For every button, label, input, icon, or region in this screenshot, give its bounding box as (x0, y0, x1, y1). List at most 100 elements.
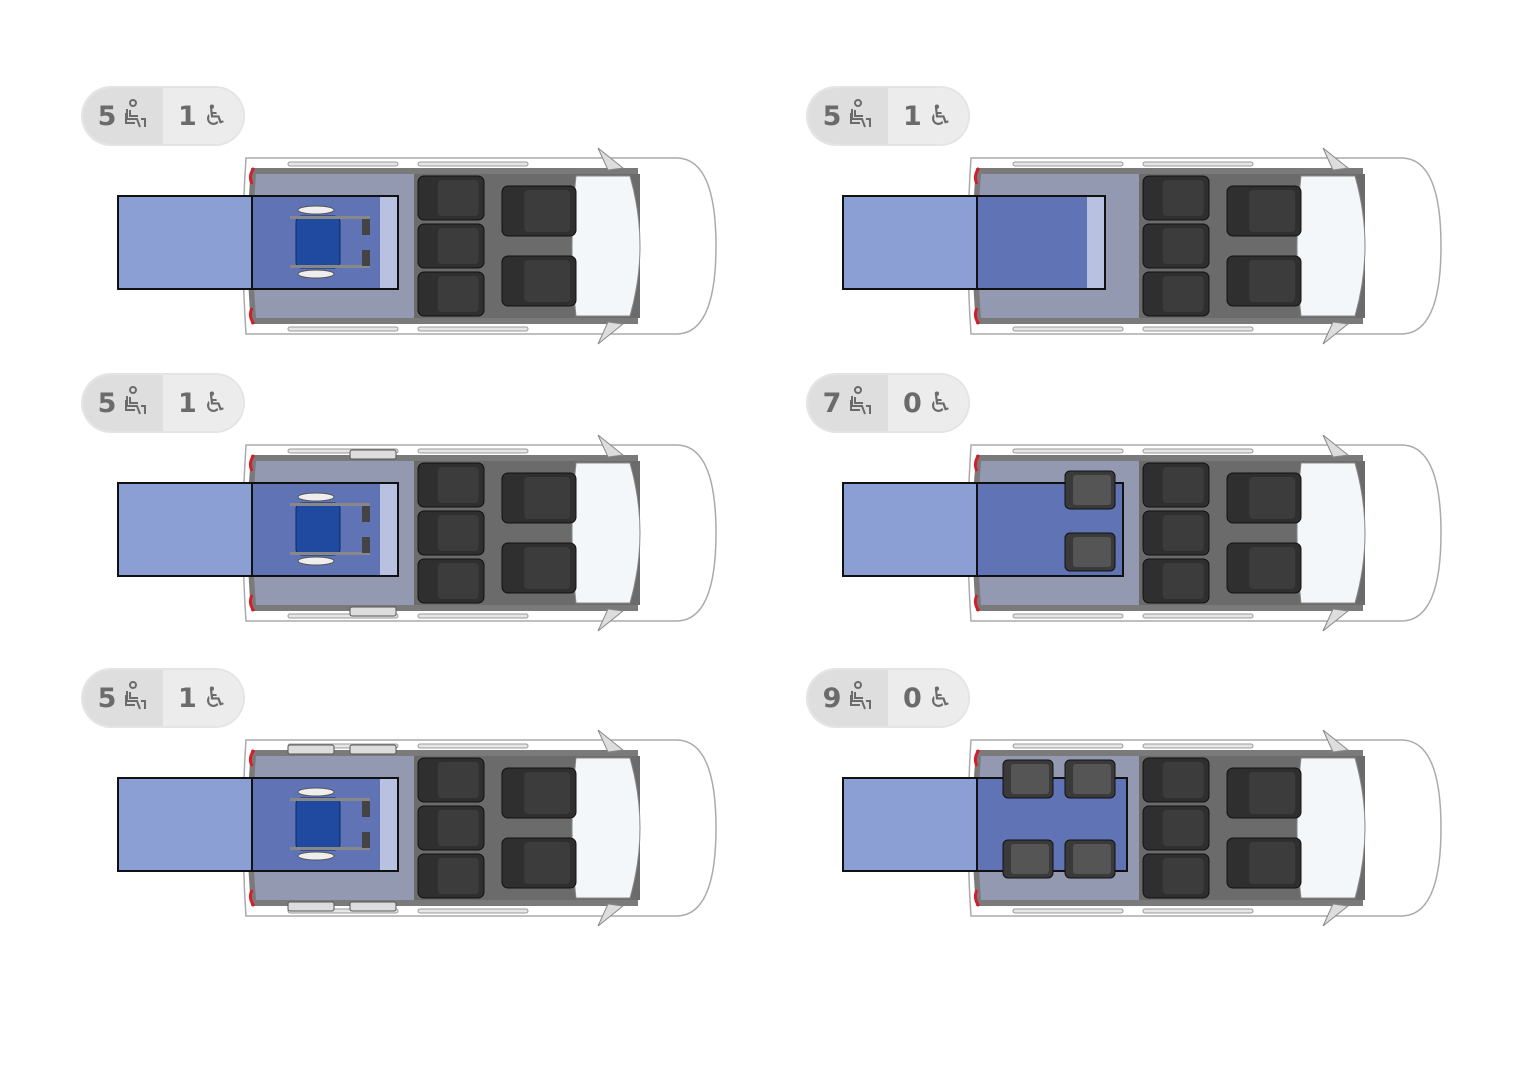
wheelchair-frame (290, 798, 370, 801)
rear-seat-cushion (437, 228, 479, 264)
tail-light-right (973, 594, 981, 612)
wheelchair-frame (290, 552, 370, 555)
capacity-badge: 5 1♿ (83, 670, 243, 726)
rear-seat-cushion (1162, 762, 1204, 798)
tail-light-left (248, 167, 256, 185)
wheelchair-frame (290, 265, 370, 268)
configuration-panel: 7 0♿ (808, 375, 1448, 645)
vehicle-floorplan (117, 147, 717, 345)
front-seat-cushion (1249, 772, 1296, 814)
seated-passenger-icon (122, 681, 148, 715)
wheelchair-floor-zone (976, 195, 1106, 290)
capacity-badge: 9 0♿ (808, 670, 968, 726)
ramp (842, 195, 978, 290)
rear-seat-cushion (1162, 180, 1204, 216)
windshield (571, 462, 641, 604)
seated-passenger-icon (122, 386, 148, 420)
tail-light-right (248, 889, 256, 907)
vehicle-floorplan (842, 147, 1442, 345)
configuration-panel: 5 1♿ (83, 88, 723, 358)
mirror-right (597, 903, 625, 927)
mirror-right (1322, 903, 1350, 927)
rear-seat-cushion (1162, 858, 1204, 894)
front-seat-cushion (1249, 842, 1296, 884)
rear-seat-cushion (437, 180, 479, 216)
rear-seat-cushion (1162, 563, 1204, 599)
wheelchair-count: 1♿ (888, 88, 968, 144)
windshield (571, 757, 641, 899)
seat-count-value: 5 (97, 100, 117, 132)
footrest (362, 801, 370, 817)
folding-seat-cushion (1073, 844, 1111, 874)
wheelchair-count: 1♿ (163, 375, 243, 431)
footrest (362, 832, 370, 848)
stowed-seat (287, 744, 335, 755)
wheelchair (290, 492, 370, 566)
rear-seat-cushion (437, 276, 479, 312)
front-seat-cushion (524, 547, 571, 589)
wheelchair-icon: ♿ (202, 386, 228, 419)
front-seat-cushion (524, 190, 571, 232)
seat-count-value: 5 (97, 682, 117, 714)
wheelchair-wheel (297, 492, 335, 502)
window-rail (417, 448, 529, 454)
capacity-badge: 5 1♿ (83, 88, 243, 144)
window-rail (417, 743, 529, 749)
front-seat-cushion (1249, 260, 1296, 302)
floor-edge-strip (380, 197, 397, 288)
floor-edge-strip (380, 484, 397, 575)
vehicle-floorplan (117, 729, 717, 927)
capacity-badge: 5 1♿ (808, 88, 968, 144)
mirror-left (597, 147, 625, 171)
wheelchair-icon: ♿ (927, 681, 953, 714)
window-rail (1142, 908, 1254, 914)
wheelchair-count-value: 1 (903, 100, 922, 132)
mirror-left (1322, 434, 1350, 458)
wheelchair-count-value: 1 (178, 682, 197, 714)
seated-passenger-icon (847, 386, 873, 420)
seated-passenger-icon (847, 681, 873, 715)
tail-light-left (248, 749, 256, 767)
mirror-left (1322, 729, 1350, 753)
window-rail (1142, 326, 1254, 332)
windshield (1296, 175, 1366, 317)
stowed-seat (349, 449, 397, 460)
tail-light-left (973, 454, 981, 472)
mirror-left (1322, 147, 1350, 171)
floor-edge-strip (380, 779, 397, 870)
window-rail (287, 161, 399, 167)
front-seat-cushion (1249, 547, 1296, 589)
vehicle-floorplan (117, 434, 717, 632)
folding-seat-cushion (1073, 537, 1111, 567)
seat-count: 5 (808, 88, 888, 144)
ramp (117, 195, 253, 290)
wheelchair-count-value: 0 (903, 387, 922, 419)
folding-seat-cushion (1011, 844, 1049, 874)
ramp (842, 482, 978, 577)
wheelchair-wheel (297, 851, 335, 861)
footrest (362, 219, 370, 235)
seated-passenger-icon (122, 99, 148, 133)
wheelchair-frame (290, 216, 370, 219)
tail-light-right (248, 307, 256, 325)
window-rail (1142, 743, 1254, 749)
window-rail (1012, 743, 1124, 749)
rear-seat-cushion (437, 858, 479, 894)
stowed-seat (349, 744, 397, 755)
capacity-badge: 5 1♿ (83, 375, 243, 431)
windshield (571, 175, 641, 317)
stowed-seat (287, 901, 335, 912)
mirror-right (597, 608, 625, 632)
rear-seat-cushion (1162, 467, 1204, 503)
wheelchair-icon: ♿ (202, 99, 228, 132)
window-rail (1012, 613, 1124, 619)
window-rail (1012, 908, 1124, 914)
window-rail (417, 613, 529, 619)
front-seat-cushion (524, 772, 571, 814)
wheelchair-wheel (297, 787, 335, 797)
rear-seat-cushion (1162, 276, 1204, 312)
footrest (362, 537, 370, 553)
tail-light-left (248, 454, 256, 472)
seat-count: 5 (83, 375, 163, 431)
tail-light-right (248, 594, 256, 612)
